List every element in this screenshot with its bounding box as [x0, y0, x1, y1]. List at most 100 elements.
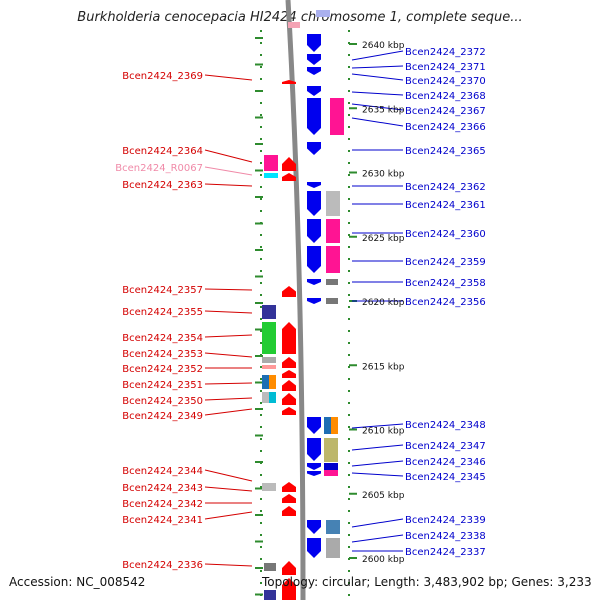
kbp-label: 2605 kbp	[362, 491, 405, 501]
reverse-gene-arrow	[307, 298, 321, 304]
reverse-gene-arrow	[307, 279, 321, 285]
gene-label-bcen2424_2346: Bcen2424_2346	[405, 457, 486, 468]
cog-block	[288, 22, 300, 28]
label-connector	[204, 408, 253, 416]
label-connector	[204, 469, 253, 482]
reverse-gene-arrow	[307, 463, 321, 470]
cog-block	[269, 392, 276, 403]
cog-block	[326, 246, 340, 273]
gene-label-bcen2424_2369: Bcen2424_2369	[122, 71, 203, 82]
cog-block	[316, 10, 330, 17]
label-connector	[204, 563, 253, 567]
gene-label-bcen2424_2364: Bcen2424_2364	[122, 146, 203, 157]
gene-label-bcen2424_2366: Bcen2424_2366	[405, 122, 486, 133]
reverse-gene-arrow	[307, 142, 321, 155]
gene-label-bcen2424_2336: Bcen2424_2336	[122, 560, 203, 571]
label-connector	[351, 460, 404, 467]
label-connector	[204, 149, 253, 163]
tick-marks	[255, 37, 357, 596]
gene-label-bcen2424_2358: Bcen2424_2358	[405, 278, 486, 289]
cog-block	[269, 375, 276, 389]
gene-label-bcen2424_2344: Bcen2424_2344	[122, 466, 203, 477]
gene-label-bcen2424_2353: Bcen2424_2353	[122, 349, 203, 360]
gene-label-bcen2424_2342: Bcen2424_2342	[122, 499, 203, 510]
forward-gene-arrow	[282, 357, 296, 368]
cog-block	[326, 298, 338, 304]
cog-block	[264, 590, 276, 600]
gene-label-bcen2424_2355: Bcen2424_2355	[122, 307, 203, 318]
reverse-gene-arrow	[307, 98, 321, 135]
gene-label-bcen2424_2343: Bcen2424_2343	[122, 483, 203, 494]
cog-block	[326, 219, 340, 243]
gene-label-bcen2424_2363: Bcen2424_2363	[122, 180, 203, 191]
reverse-gene-arrow	[307, 520, 321, 534]
reverse-gene-arrow	[307, 54, 321, 65]
label-connector	[351, 444, 404, 451]
cog-block	[324, 463, 338, 470]
cog-block	[324, 417, 331, 434]
label-connector	[204, 310, 253, 314]
kbp-label: 2625 kbp	[362, 234, 405, 244]
cog-block	[262, 392, 269, 403]
forward-gene-arrow	[282, 506, 296, 516]
kbp-label: 2600 kbp	[362, 555, 405, 565]
forward-gene-arrow	[282, 494, 296, 503]
forward-gene-arrow	[282, 380, 296, 391]
label-connector	[351, 472, 404, 477]
cog-block	[262, 375, 269, 389]
chromosome-backbone	[285, 0, 306, 600]
forward-genes	[282, 80, 296, 600]
gene-label-bcen2424_2365: Bcen2424_2365	[405, 146, 486, 157]
cog-block	[330, 98, 344, 135]
forward-gene-arrow	[282, 578, 296, 600]
gene-label-bcen2424_2367: Bcen2424_2367	[405, 106, 486, 117]
cog-block	[326, 538, 340, 558]
cog-block	[324, 438, 338, 462]
label-connector	[351, 518, 404, 528]
forward-gene-arrow	[282, 157, 296, 171]
reverse-gene-arrow	[307, 417, 321, 434]
kbp-label: 2630 kbp	[362, 170, 405, 180]
reverse-gene-arrow	[307, 34, 321, 52]
cog-block	[264, 155, 278, 171]
label-connector	[204, 334, 253, 338]
topology-text: Topology: circular; Length: 3,483,902 bp…	[262, 575, 592, 589]
gene-label-bcen2424_2341: Bcen2424_2341	[122, 515, 203, 526]
label-connector	[204, 382, 253, 385]
cog-block	[262, 483, 276, 491]
gene-label-bcen2424_2354: Bcen2424_2354	[122, 333, 203, 344]
reverse-gene-arrow	[307, 538, 321, 558]
gene-label-bcen2424_2338: Bcen2424_2338	[405, 531, 486, 542]
gene-label-bcen2424_2356: Bcen2424_2356	[405, 297, 486, 308]
cog-block	[324, 470, 338, 476]
forward-gene-arrow	[282, 370, 296, 378]
gene-label-bcen2424_2362: Bcen2424_2362	[405, 182, 486, 193]
kbp-label: 2615 kbp	[362, 362, 405, 372]
cog-block	[262, 305, 276, 319]
cog-block	[331, 417, 338, 434]
kbp-label: 2640 kbp	[362, 41, 405, 51]
left-gene-labels[interactable]: Bcen2424_2369Bcen2424_2364Bcen2424_R0067…	[115, 71, 203, 571]
cog-tracks	[262, 10, 344, 600]
gene-label-bcen2424_2370: Bcen2424_2370	[405, 76, 486, 87]
reverse-gene-arrow	[307, 471, 321, 476]
gene-label-bcen2424_2347: Bcen2424_2347	[405, 441, 486, 452]
label-connector	[204, 288, 253, 291]
forward-gene-arrow	[282, 561, 296, 575]
reverse-gene-arrow	[307, 182, 321, 188]
kbp-label: 2635 kbp	[362, 105, 405, 115]
label-connector	[351, 103, 404, 111]
gene-label-bcen2424_2351: Bcen2424_2351	[122, 380, 203, 391]
label-connector	[351, 65, 404, 69]
label-connector	[351, 50, 404, 61]
label-connector	[204, 183, 253, 187]
gene-label-bcen2424_2368: Bcen2424_2368	[405, 91, 486, 102]
cog-block	[262, 365, 276, 369]
cog-block	[326, 520, 340, 534]
label-connector	[204, 486, 253, 492]
gene-label-bcen2424_2360: Bcen2424_2360	[405, 229, 486, 240]
right-gene-labels[interactable]: Bcen2424_2372Bcen2424_2371Bcen2424_2370B…	[405, 47, 486, 558]
reverse-genes	[307, 34, 321, 558]
gene-label-bcen2424_2348: Bcen2424_2348	[405, 420, 486, 431]
